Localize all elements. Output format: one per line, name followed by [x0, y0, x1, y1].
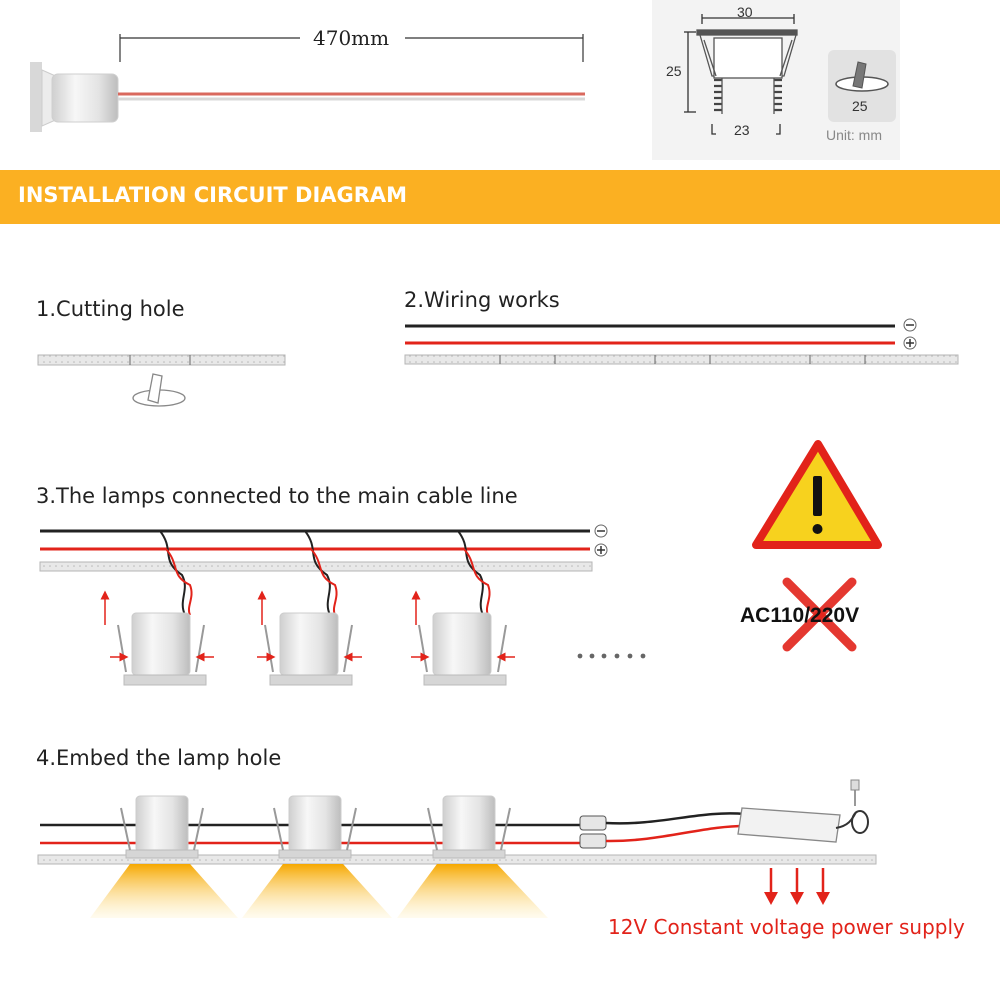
step2-board	[404, 354, 959, 365]
ellipsis-dots	[577, 653, 646, 659]
dim-hole: 25	[852, 98, 868, 114]
step3-lamp	[257, 530, 362, 686]
section-banner	[0, 170, 1000, 224]
cutting-hole-icon	[132, 373, 186, 407]
step-1-title: 1.Cutting hole	[36, 297, 185, 321]
step-2-title: 2.Wiring works	[404, 288, 560, 312]
unit-label: Unit: mm	[826, 127, 882, 143]
step-3-title: 3.The lamps connected to the main cable …	[36, 484, 518, 508]
length-dimension	[119, 34, 584, 62]
step4-lamp	[427, 795, 511, 859]
step-4-title: 4.Embed the lamp hole	[36, 746, 282, 770]
dimension-drawing	[684, 14, 798, 135]
banner-title: INSTALLATION CIRCUIT DIAGRAM	[18, 183, 408, 207]
dim-top-width: 30	[737, 4, 753, 20]
step3-wires	[40, 524, 608, 557]
step4-beams	[90, 864, 548, 918]
step1-board	[37, 354, 286, 366]
prohibited-x-icon	[782, 577, 857, 652]
step4-lamp	[273, 795, 357, 859]
product-lamp-side	[30, 62, 119, 132]
warning-icon	[752, 440, 882, 549]
dim-bottom-width: 23	[734, 122, 750, 138]
down-arrows	[764, 868, 830, 905]
step3-lamp	[411, 530, 515, 686]
ac-voltage-label: AC110/220V	[740, 604, 860, 627]
cable-length-label: 470mm	[309, 26, 394, 50]
product-cable	[118, 92, 585, 101]
power-supply-driver	[737, 779, 869, 843]
dim-height: 25	[666, 63, 682, 79]
step2-wires	[405, 318, 917, 350]
step4-lamp	[120, 795, 204, 859]
power-supply-label: 12V Constant voltage power supply	[608, 915, 965, 939]
step3-lamp	[100, 530, 214, 686]
hole-icon	[828, 50, 896, 122]
